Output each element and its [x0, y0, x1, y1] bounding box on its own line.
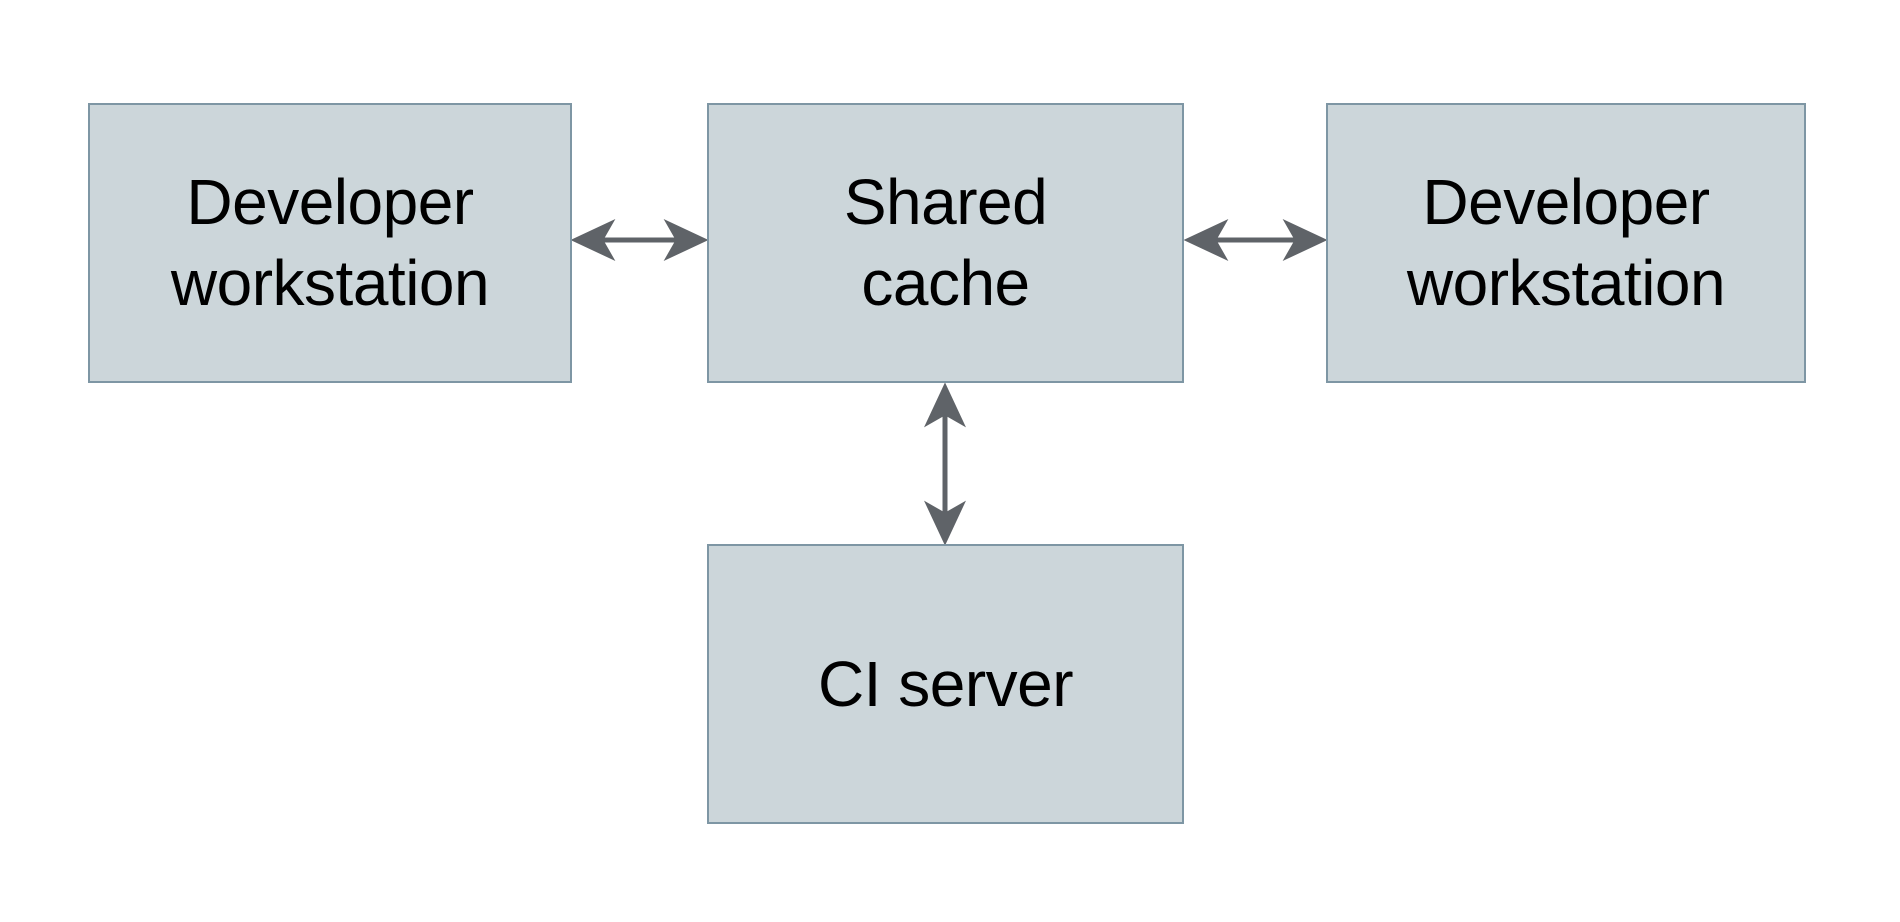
node-developer-workstation-right[interactable]: Developer workstation — [1326, 103, 1806, 383]
node-label: Developer workstation — [170, 166, 490, 319]
node-shared-cache[interactable]: Shared cache — [707, 103, 1184, 383]
node-label: Shared cache — [843, 166, 1048, 319]
node-ci-server[interactable]: CI server — [707, 544, 1184, 824]
node-label: CI server — [817, 647, 1074, 720]
node-label: Developer workstation — [1406, 166, 1726, 319]
node-developer-workstation-left[interactable]: Developer workstation — [88, 103, 572, 383]
